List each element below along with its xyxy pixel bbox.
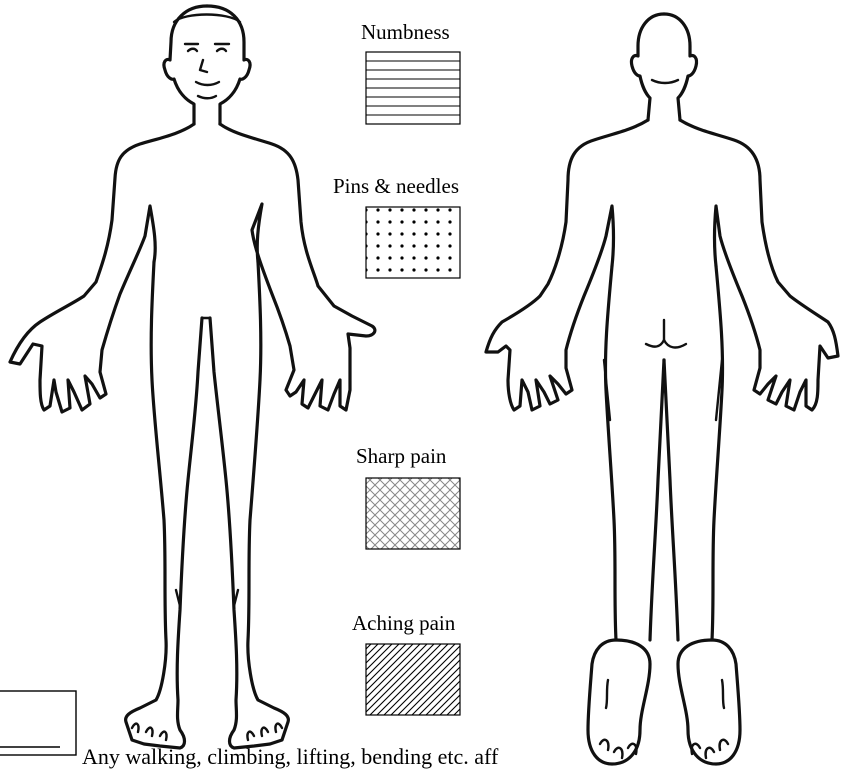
back-body-figure xyxy=(486,14,838,764)
legend-label-sharp-pain: Sharp pain xyxy=(356,444,446,469)
answer-box xyxy=(0,691,76,755)
legend-label-aching-pain: Aching pain xyxy=(352,611,455,636)
sharp-pain-swatch xyxy=(366,478,460,549)
legend-label-pins-needles: Pins & needles xyxy=(333,174,459,199)
front-body-figure xyxy=(10,6,375,748)
bottom-caption: Any walking, climbing, lifting, bending … xyxy=(82,744,498,770)
legend-label-numbness: Numbness xyxy=(361,20,450,45)
pins-needles-swatch xyxy=(366,207,460,278)
aching-pain-swatch xyxy=(366,644,460,715)
